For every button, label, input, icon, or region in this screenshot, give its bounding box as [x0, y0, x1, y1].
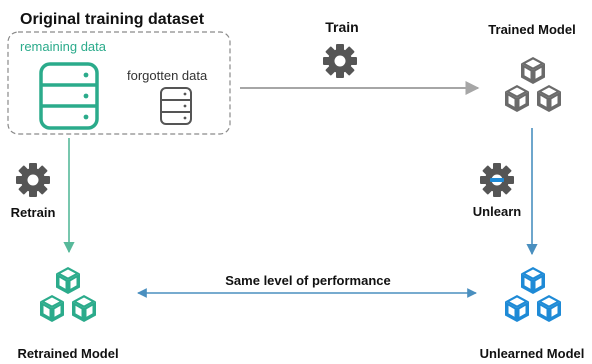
trained-model-label: Trained Model — [488, 22, 575, 37]
trained-model-cubes-icon — [505, 57, 561, 112]
dataset-title: Original training dataset — [20, 11, 205, 28]
unlearn-label: Unlearn — [473, 204, 521, 219]
unlearned-model-label: Unlearned Model — [480, 346, 585, 361]
unlearned-model-cubes-icon — [505, 267, 561, 322]
forgotten-database-icon — [160, 87, 192, 125]
dataset-container — [7, 31, 231, 135]
train-gear-icon — [323, 44, 357, 78]
retrained-model-cubes-icon — [40, 267, 96, 322]
retrain-label: Retrain — [11, 205, 56, 220]
retrain-gear-icon — [16, 163, 50, 197]
unlearn-gear-minus-icon — [480, 163, 514, 197]
retrained-model-label: Retrained Model — [17, 346, 118, 361]
remaining-data-label: remaining data — [20, 39, 107, 54]
comparison-label: Same level of performance — [225, 273, 390, 288]
forgotten-data-label: forgotten data — [127, 68, 208, 83]
train-label: Train — [325, 19, 358, 35]
remaining-database-icon — [39, 62, 99, 130]
